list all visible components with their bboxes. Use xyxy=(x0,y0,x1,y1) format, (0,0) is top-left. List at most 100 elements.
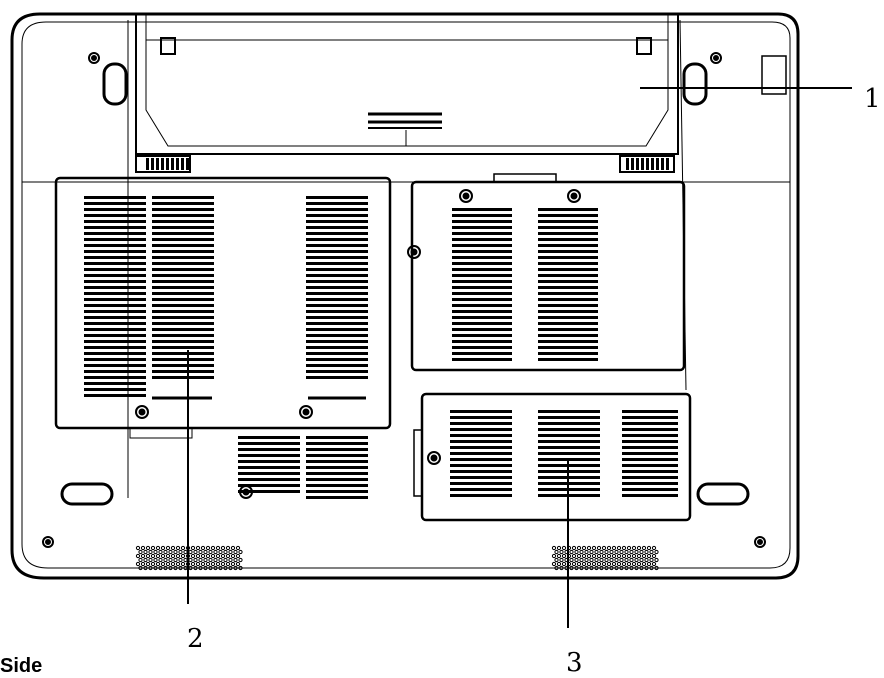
vent-slat xyxy=(538,316,598,319)
vent-slat xyxy=(306,334,368,337)
speaker-hole xyxy=(611,545,617,551)
speaker-hole xyxy=(559,557,564,563)
vent-slat xyxy=(450,416,512,419)
vent-slat xyxy=(306,478,368,481)
vent-slat xyxy=(152,286,214,289)
speaker-hole xyxy=(579,557,584,563)
vent-slat xyxy=(538,434,600,437)
vent-slat xyxy=(306,262,368,265)
vent-slat xyxy=(538,304,598,307)
speaker-hole xyxy=(616,545,622,551)
vent-slat xyxy=(306,370,368,373)
speaker-hole xyxy=(138,549,143,555)
speaker-hole xyxy=(175,561,181,567)
vent-slat xyxy=(306,460,368,463)
vent-slat xyxy=(84,286,146,289)
latch-rib xyxy=(146,158,149,170)
vent-slat xyxy=(450,446,512,449)
speaker-hole xyxy=(143,549,148,555)
vent-slat xyxy=(306,304,368,307)
speaker-hole xyxy=(609,549,614,555)
speaker-hole xyxy=(579,565,584,571)
speaker-hole xyxy=(178,565,183,571)
speaker-hole xyxy=(150,545,156,551)
speaker-hole xyxy=(566,561,572,567)
speaker-hole xyxy=(586,545,592,551)
speaker-hole xyxy=(163,549,168,555)
speaker-hole xyxy=(140,545,146,551)
vent-slat xyxy=(538,358,598,361)
speaker-hole xyxy=(155,561,161,567)
speaker-hole xyxy=(551,553,557,559)
vent-slat xyxy=(152,352,214,355)
vent-slat xyxy=(538,488,600,491)
speaker-hole xyxy=(168,557,173,563)
speaker-hole xyxy=(163,565,168,571)
vent-slat xyxy=(152,226,214,229)
vent-slat xyxy=(450,422,512,425)
speaker-hole xyxy=(175,545,181,551)
speaker-hole xyxy=(619,549,624,555)
speaker-hole xyxy=(190,545,196,551)
vent-slat xyxy=(84,322,146,325)
speaker-hole xyxy=(614,549,619,555)
vent-slat xyxy=(452,292,512,295)
speaker-hole xyxy=(160,545,166,551)
speaker-hole xyxy=(203,549,208,555)
vent-slat xyxy=(622,482,678,485)
speaker-hole xyxy=(589,557,594,563)
vent-slat xyxy=(622,494,678,497)
vent-slat xyxy=(84,292,146,295)
callout-1: 1 xyxy=(864,84,881,114)
speaker-hole xyxy=(205,553,211,559)
speaker-hole xyxy=(606,561,612,567)
speaker-hole xyxy=(566,553,572,559)
vent-slat xyxy=(238,466,300,469)
vent-slat xyxy=(84,340,146,343)
speaker-hole xyxy=(584,557,589,563)
vent-slat xyxy=(306,250,368,253)
vent-slat xyxy=(538,268,598,271)
speaker-hole xyxy=(205,545,211,551)
vent-slat xyxy=(306,484,368,487)
speaker-hole xyxy=(153,565,158,571)
vent-slat xyxy=(306,256,368,259)
vent-slat xyxy=(538,310,598,313)
speaker-hole xyxy=(606,553,612,559)
vent-slat xyxy=(84,394,146,397)
speaker-hole xyxy=(606,545,612,551)
speaker-hole xyxy=(596,545,602,551)
speaker-hole xyxy=(135,561,141,567)
speaker-hole xyxy=(215,545,221,551)
vent-slat xyxy=(450,434,512,437)
speaker-hole xyxy=(624,565,629,571)
vent-slat xyxy=(452,340,512,343)
vent-slat xyxy=(152,250,214,253)
speaker-hole xyxy=(218,549,223,555)
vent-slat xyxy=(452,256,512,259)
vent-slat xyxy=(84,388,146,391)
latch-ribs xyxy=(146,158,669,170)
speaker-hole xyxy=(188,549,193,555)
speaker-hole xyxy=(556,561,562,567)
speaker-hole xyxy=(230,545,236,551)
speaker-hole xyxy=(646,545,652,551)
vent-slat xyxy=(306,448,368,451)
vent-slat xyxy=(152,322,214,325)
vent-slat xyxy=(452,346,512,349)
speaker-hole xyxy=(163,557,168,563)
vent-slat xyxy=(152,304,214,307)
vent-slat xyxy=(306,352,368,355)
chassis-outline xyxy=(10,12,800,580)
vent-slat xyxy=(538,262,598,265)
speaker-hole xyxy=(168,565,173,571)
speaker-hole xyxy=(649,549,654,555)
speaker-hole xyxy=(556,545,562,551)
speaker-hole xyxy=(644,565,649,571)
latch-rib xyxy=(171,158,174,170)
speaker-hole xyxy=(170,561,176,567)
vent-slat xyxy=(84,310,146,313)
speaker-hole xyxy=(591,545,597,551)
vent-slat xyxy=(306,364,368,367)
